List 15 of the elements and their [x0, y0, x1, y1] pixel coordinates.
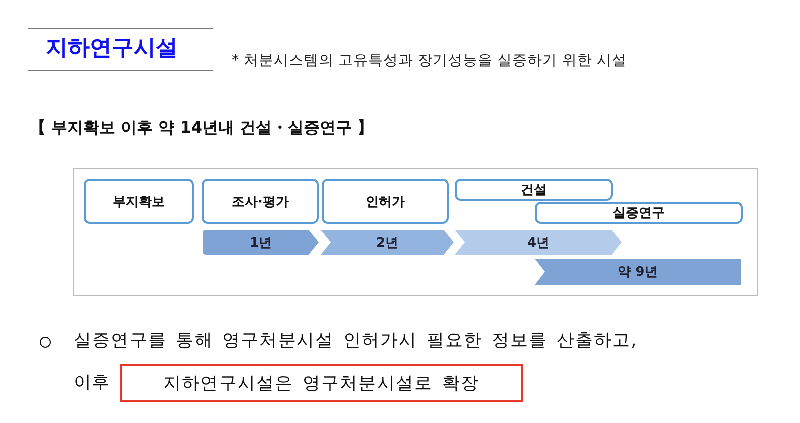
- stage-box: 실증연구: [535, 202, 743, 224]
- paragraph: 실증연구를 통해 영구처분시설 인허가시 필요한 정보를 산출하고,: [74, 330, 638, 352]
- section-title: 지하연구시설: [46, 35, 178, 63]
- stage-box: 조사·평가: [202, 179, 319, 224]
- stage-box: 건설: [455, 179, 613, 201]
- duration-bar: 약 9년: [535, 259, 741, 285]
- note: * 처분시스템의 고유특성과 장기성능을 실증하기 위한 시설: [232, 52, 627, 70]
- duration-bar: 2년: [321, 230, 454, 255]
- stage-box: 인허가: [322, 179, 449, 224]
- stage-box: 부지확보: [84, 179, 194, 224]
- subtitle: 【 부지확보 이후 약 14년내 건설・실증연구 】: [30, 118, 374, 139]
- paragraph: 이후: [74, 372, 110, 394]
- duration-bar: 1년: [203, 230, 319, 255]
- duration-bar: 4년: [455, 230, 622, 255]
- highlight-box: 지하연구시설은 영구처분시설로 확장: [120, 364, 523, 402]
